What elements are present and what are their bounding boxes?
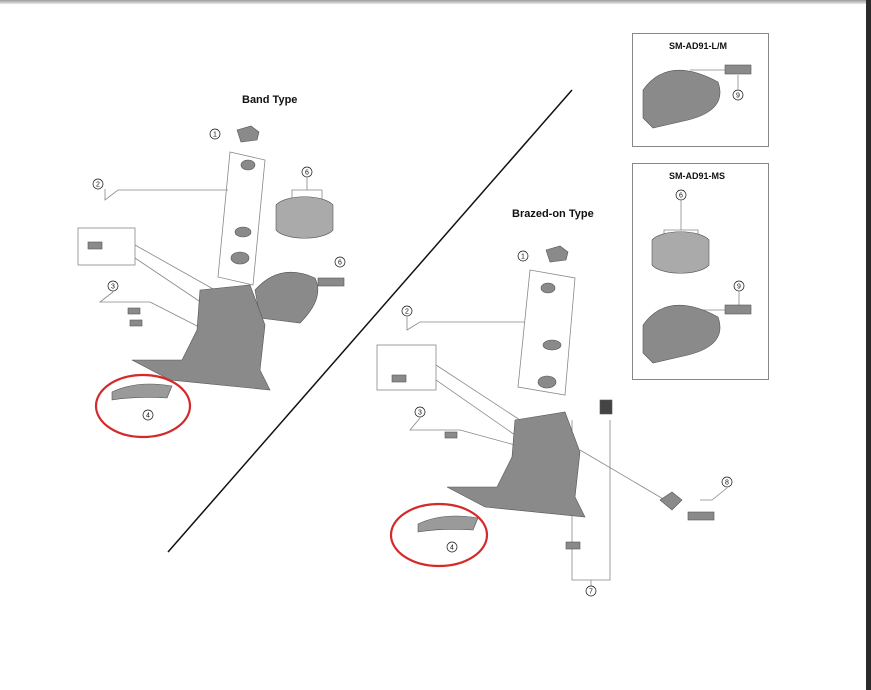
- callout-6: 6: [338, 260, 342, 267]
- diagram-mark: [414, 406, 426, 418]
- diagram-mark: [98, 291, 150, 303]
- diagram-mark: [92, 89, 745, 597]
- washer-part: [234, 226, 252, 238]
- clamp-bolt-part: [724, 64, 752, 75]
- diagram-mark: [77, 69, 740, 586]
- bolt-part: [540, 282, 556, 294]
- callout-9: 9: [736, 93, 740, 100]
- leader-box: [217, 151, 266, 286]
- window-top-edge: [0, 0, 871, 4]
- shim-part: [275, 196, 334, 239]
- brazed-type-title: Brazed-on Type: [512, 208, 594, 220]
- diagram-mark: [301, 166, 313, 178]
- callout-6: 6: [679, 193, 683, 200]
- screw-part: [127, 307, 141, 315]
- diagram-mark: [733, 280, 745, 292]
- diagram-mark: [142, 409, 154, 421]
- callout-1: 1: [521, 254, 525, 261]
- diagram-mark: [732, 89, 744, 101]
- diagram-mark: [209, 128, 221, 140]
- diagram-mark: [517, 250, 529, 262]
- callout-2: 2: [96, 182, 100, 189]
- callout-6: 6: [305, 170, 309, 177]
- callout-4: 4: [450, 545, 454, 552]
- leader-box: [376, 344, 437, 391]
- band-type-title: Band Type: [242, 94, 298, 106]
- clamp-bolt-part: [724, 304, 752, 315]
- cable-cover-part: [236, 125, 260, 143]
- derailleur-body-part: [131, 284, 271, 391]
- screw-part: [565, 541, 581, 550]
- diagram-mark: [571, 420, 611, 581]
- diagram-mark: [104, 189, 228, 201]
- nut-part: [537, 375, 557, 389]
- leader-box: [77, 227, 136, 266]
- diagram-mark: [406, 317, 525, 331]
- bolt-part: [687, 511, 715, 521]
- diagram-mark: [149, 301, 206, 331]
- screw-part: [444, 431, 458, 439]
- diagram-mark: [291, 178, 308, 200]
- band-clamp-part: [642, 70, 721, 129]
- diagram-mark: [92, 178, 104, 190]
- adapter-title: SM-AD91-L/M: [669, 41, 727, 51]
- leader-box: [517, 269, 576, 396]
- screw-part: [391, 374, 407, 383]
- diagram-mark: [700, 487, 728, 501]
- diagram-mark: [334, 256, 346, 268]
- cover-part: [417, 515, 479, 533]
- adapter-box-ms: SM-AD91-MS: [632, 163, 769, 380]
- clamp-bolt-part: [317, 277, 345, 287]
- washer-part: [542, 339, 562, 351]
- callout-3: 3: [418, 410, 422, 417]
- diagram-mark: [409, 417, 460, 431]
- diagram-mark: [435, 379, 516, 436]
- diagram-mark: [435, 364, 521, 421]
- cable-cover-part: [545, 245, 569, 263]
- diagram-mark: [579, 449, 666, 501]
- callout-8: 8: [725, 480, 729, 487]
- diagram-mark: [87, 64, 752, 550]
- band-clamp-part: [642, 305, 721, 364]
- callout-9: 9: [737, 284, 741, 291]
- divider-line: [167, 89, 573, 553]
- scrollbar[interactable]: [866, 0, 871, 690]
- band-clamp-part: [254, 271, 319, 324]
- shim-part: [651, 231, 710, 274]
- callout-3: 3: [111, 284, 115, 291]
- diagram-mark: [585, 585, 597, 597]
- diagram-mark: [675, 189, 687, 201]
- cover-part: [111, 383, 173, 401]
- adapter-title: SM-AD91-MS: [669, 171, 726, 181]
- callout-7: 7: [589, 589, 593, 596]
- diagram-mark: [446, 541, 458, 553]
- nut-part: [659, 491, 683, 511]
- highlight-circle-brazed: [389, 502, 489, 568]
- callout-2: 2: [405, 309, 409, 316]
- plate-part: [599, 399, 613, 415]
- screw-part: [87, 241, 103, 250]
- nut-part: [230, 251, 250, 265]
- diagram-mark: [134, 257, 206, 306]
- diagram-mark: [721, 476, 733, 488]
- bolt-part: [240, 159, 256, 171]
- diagram-mark: [401, 305, 413, 317]
- diagram-mark: [134, 244, 216, 291]
- callout-4: 4: [146, 413, 150, 420]
- adapter-box-lm: SM-AD91-L/M: [632, 33, 769, 147]
- derailleur-body-part: [446, 411, 586, 518]
- diagram-mark: [459, 429, 516, 446]
- screw-part: [129, 319, 143, 327]
- callout-1: 1: [213, 132, 217, 139]
- highlight-circle-band: [94, 373, 192, 439]
- diagram-mark: [107, 280, 119, 292]
